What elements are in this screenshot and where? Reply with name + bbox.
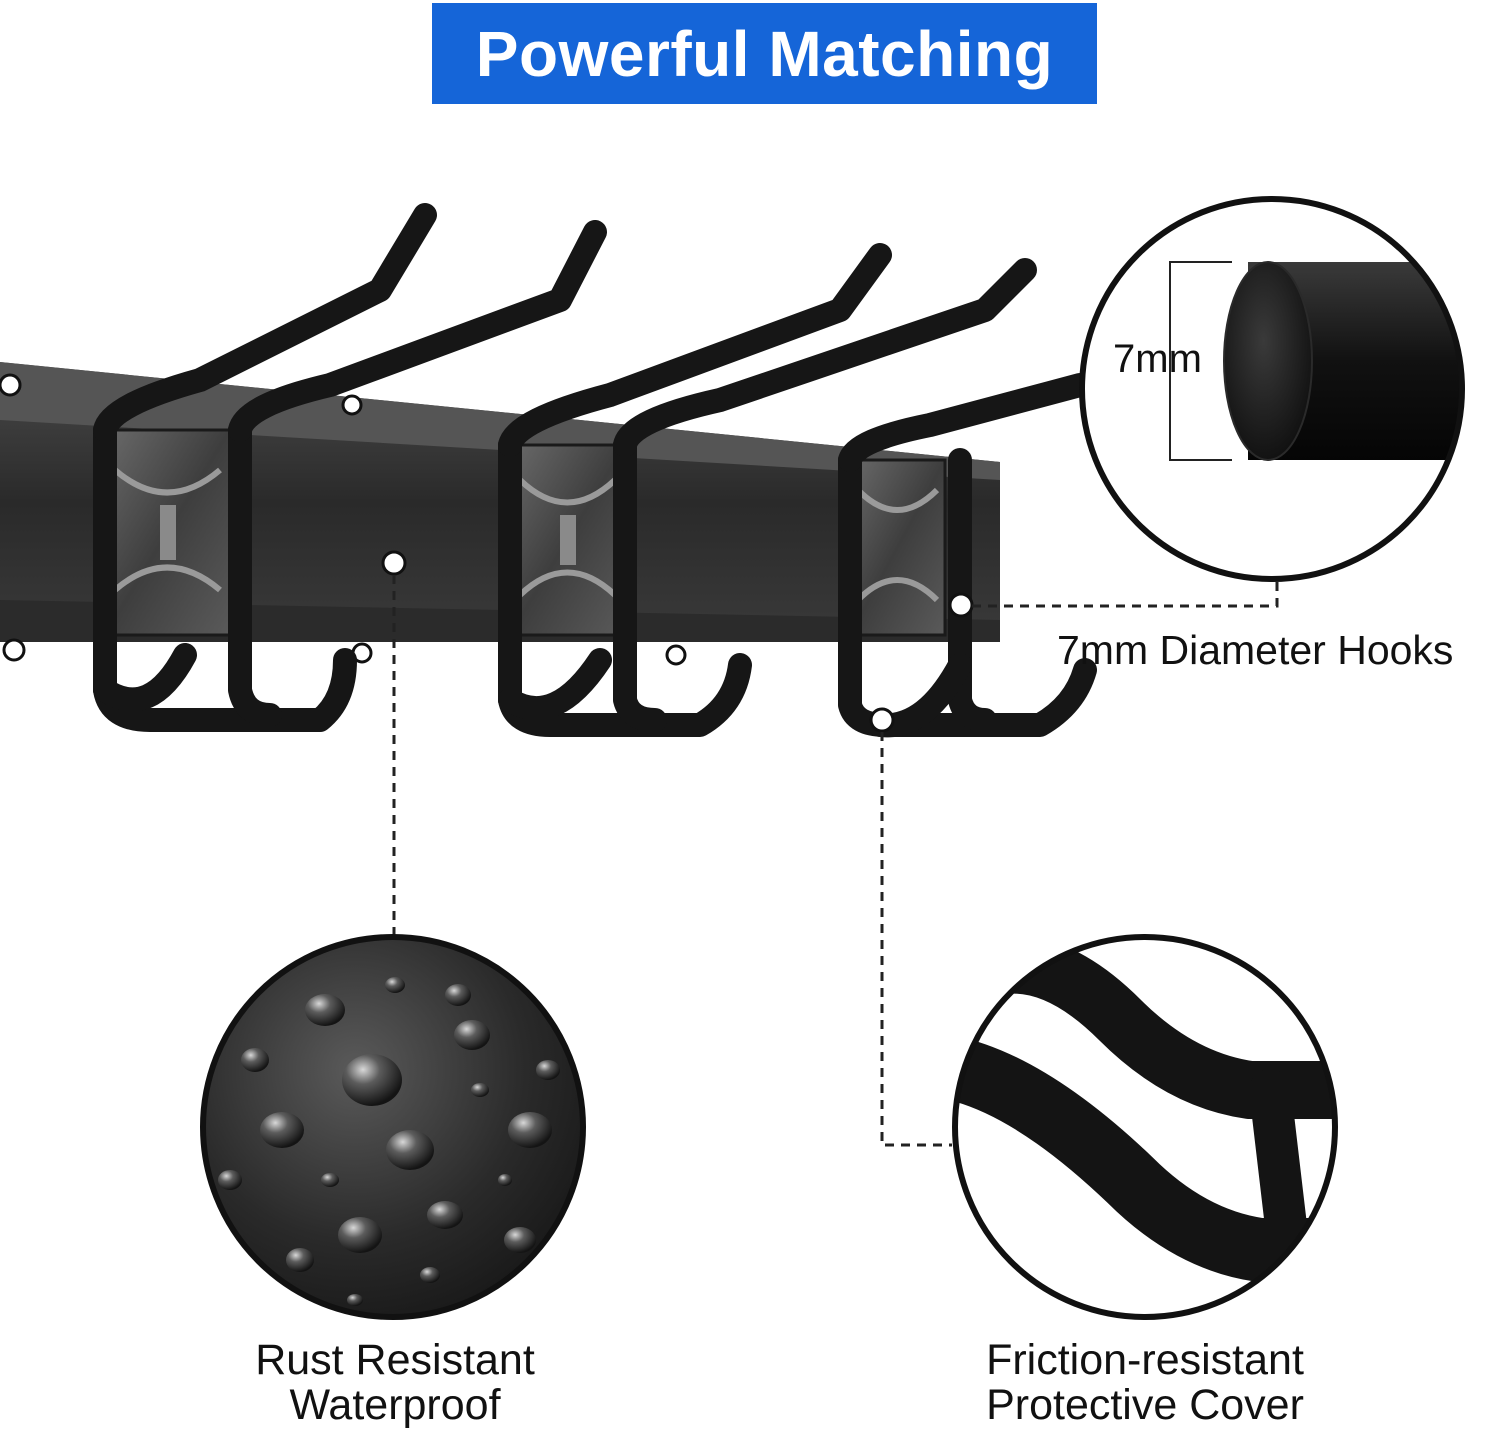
rust-caption: Rust Resistant Waterproof bbox=[200, 1336, 590, 1430]
rod-detail-circle bbox=[1079, 196, 1465, 582]
friction-detail-circle bbox=[952, 934, 1338, 1320]
leader-lines bbox=[392, 565, 1279, 1147]
diameter-hooks-label: 7mm Diameter Hooks bbox=[1057, 627, 1454, 673]
rust-caption-line1: Rust Resistant bbox=[255, 1336, 535, 1384]
rust-detail-circle bbox=[200, 934, 586, 1320]
rust-caption-line2: Waterproof bbox=[289, 1381, 501, 1430]
hook-plate-2 bbox=[508, 443, 627, 637]
friction-caption-line2: Protective Cover bbox=[986, 1381, 1304, 1430]
hook-plate-3 bbox=[848, 458, 947, 637]
hooks bbox=[93, 203, 1097, 738]
page-title: Powerful Matching bbox=[475, 17, 1054, 90]
rail-mounting-holes bbox=[0, 373, 687, 666]
title-banner: Powerful Matching bbox=[432, 3, 1097, 104]
friction-caption-line1: Friction-resistant bbox=[986, 1336, 1304, 1384]
friction-caption: Friction-resistant Protective Cover bbox=[945, 1336, 1345, 1430]
diameter-measure-label: 7mm bbox=[1113, 337, 1202, 381]
water-droplets bbox=[218, 977, 560, 1306]
dimension-bracket bbox=[1169, 261, 1232, 461]
callout-markers bbox=[381, 550, 974, 733]
hook-plate-1 bbox=[103, 428, 232, 637]
